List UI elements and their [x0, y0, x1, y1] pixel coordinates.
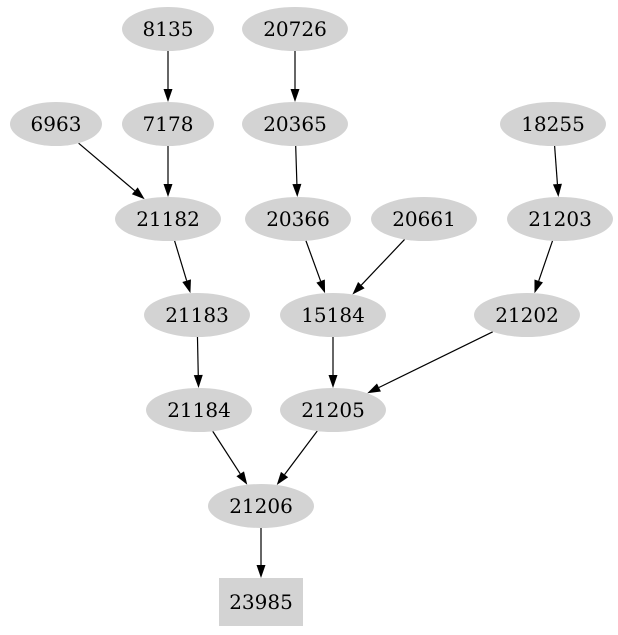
- node-6963: 6963: [10, 102, 102, 146]
- node-7178: 7178: [122, 102, 214, 146]
- edge-20365-20366: [292, 145, 302, 198]
- node-21206: 21206: [208, 484, 314, 528]
- edge-21183-21184: [193, 336, 203, 389]
- edge-18255-21203: [552, 145, 562, 198]
- node-label: 20661: [392, 207, 456, 231]
- node-ellipse-shape: [280, 293, 386, 337]
- node-label: 7178: [143, 112, 194, 136]
- edge-7178-21182: [163, 146, 173, 197]
- node-box-shape: [219, 578, 303, 626]
- node-ellipse-shape: [146, 388, 252, 432]
- node-23985: 23985: [219, 578, 303, 626]
- node-ellipse-shape: [208, 484, 314, 528]
- edge-8135-7178: [163, 51, 173, 102]
- node-label: 20365: [263, 112, 327, 136]
- node-ellipse-shape: [371, 197, 477, 241]
- edge-21202-21205: [367, 331, 493, 394]
- node-ellipse-shape: [245, 197, 351, 241]
- node-ellipse-shape: [242, 102, 348, 146]
- node-ellipse-shape: [280, 388, 386, 432]
- node-label: 21203: [528, 207, 592, 231]
- node-label: 21205: [301, 398, 365, 422]
- node-ellipse-shape: [115, 197, 221, 241]
- node-ellipse-shape: [507, 197, 613, 241]
- node-ellipse-shape: [242, 7, 348, 51]
- node-20661: 20661: [371, 197, 477, 241]
- node-20726: 20726: [242, 7, 348, 51]
- edge-21203-21202: [534, 240, 554, 294]
- node-20365: 20365: [242, 102, 348, 146]
- node-ellipse-shape: [122, 7, 214, 51]
- node-label: 15184: [301, 303, 365, 327]
- node-21182: 21182: [115, 197, 221, 241]
- node-label: 21184: [167, 398, 231, 422]
- node-ellipse-shape: [10, 102, 102, 146]
- node-ellipse-shape: [474, 293, 580, 337]
- node-21202: 21202: [474, 293, 580, 337]
- node-label: 6963: [31, 112, 82, 136]
- node-21203: 21203: [507, 197, 613, 241]
- node-label: 8135: [143, 17, 194, 41]
- edge-21205-21206: [276, 430, 318, 485]
- node-18255: 18255: [500, 102, 606, 146]
- node-15184: 15184: [280, 293, 386, 337]
- edge-6963-21182: [78, 142, 145, 200]
- node-label: 18255: [521, 112, 585, 136]
- node-label: 21202: [495, 303, 559, 327]
- node-label: 23985: [229, 590, 293, 614]
- node-label: 21183: [165, 303, 229, 327]
- node-label: 20726: [263, 17, 327, 41]
- edge-21184-21206: [212, 430, 248, 485]
- edge-20726-20365: [290, 51, 300, 102]
- node-label: 20366: [266, 207, 330, 231]
- edge-15184-21205: [328, 337, 338, 388]
- node-20366: 20366: [245, 197, 351, 241]
- node-21183: 21183: [144, 293, 250, 337]
- node-label: 21206: [229, 494, 293, 518]
- edge-21206-23985: [256, 528, 266, 578]
- node-label: 21182: [136, 207, 200, 231]
- node-21184: 21184: [146, 388, 252, 432]
- node-ellipse-shape: [122, 102, 214, 146]
- node-ellipse-shape: [500, 102, 606, 146]
- node-21205: 21205: [280, 388, 386, 432]
- edge-20366-15184: [305, 240, 326, 294]
- node-ellipse-shape: [144, 293, 250, 337]
- edge-21182-21183: [174, 240, 191, 294]
- node-8135: 8135: [122, 7, 214, 51]
- edge-20661-15184: [352, 239, 406, 295]
